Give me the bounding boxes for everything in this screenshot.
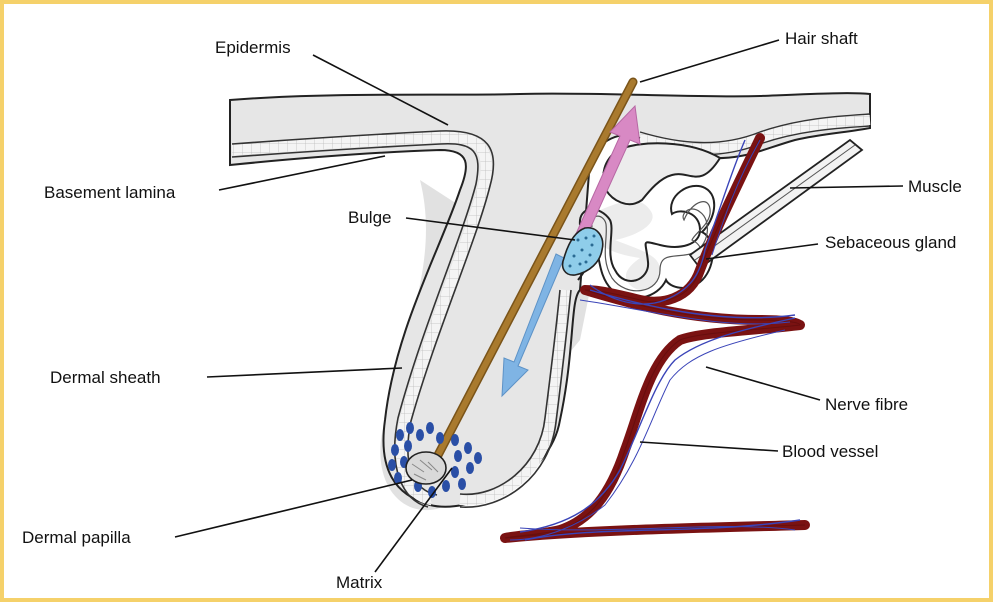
dermal-papilla-leader [175,480,412,537]
label-blood-vessel: Blood vessel [782,442,878,461]
label-nerve-fibre: Nerve fibre [825,395,908,414]
label-dermal-papilla: Dermal papilla [22,528,131,547]
dermal-papilla [406,452,446,484]
label-sebaceous-gland: Sebaceous gland [825,233,956,252]
dermal-sheath-leader [207,368,402,377]
label-basement-lamina: Basement lamina [44,183,176,202]
label-hair-shaft: Hair shaft [785,29,858,48]
label-dermal-sheath: Dermal sheath [50,368,161,387]
blood-vessel-leader [640,442,778,451]
epidermis [230,93,870,507]
nerve-fibre-leader [706,367,820,400]
label-bulge: Bulge [348,208,391,227]
label-muscle: Muscle [908,177,962,196]
label-matrix: Matrix [336,573,383,592]
hair-shaft-leader [640,40,779,82]
label-epidermis: Epidermis [215,38,291,57]
